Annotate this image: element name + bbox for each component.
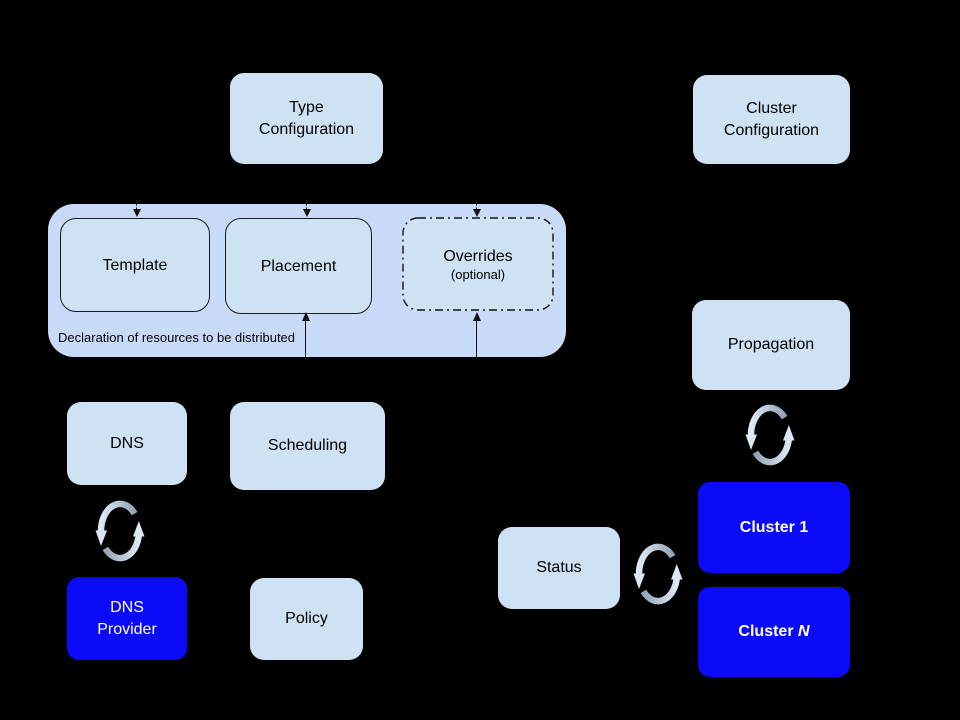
propagation-label: Propagation bbox=[727, 336, 815, 353]
policy-box: Policy bbox=[250, 578, 363, 660]
cluster-n-label: Cluster N bbox=[738, 621, 809, 643]
status-box: Status bbox=[498, 527, 620, 609]
cluster-1-box: Cluster 1 bbox=[698, 482, 850, 573]
cluster-n-box: Cluster N bbox=[698, 587, 850, 677]
dns-box: DNS bbox=[67, 402, 187, 485]
dashed-line bbox=[306, 203, 307, 210]
arrow-down-icon bbox=[132, 209, 141, 217]
cluster-configuration-label: Cluster Configuration bbox=[723, 99, 820, 139]
dns-sync-icon bbox=[93, 495, 147, 568]
cluster-n-suffix: N bbox=[798, 623, 810, 640]
dns-label: DNS bbox=[110, 434, 144, 452]
arrow-up-icon bbox=[472, 312, 481, 321]
overrides-label: Overrides bbox=[443, 247, 513, 265]
type-configuration-box: Type Configuration bbox=[230, 73, 383, 164]
propagation-sync-icon bbox=[743, 399, 797, 472]
status-sync-icon bbox=[631, 538, 685, 611]
solid-line bbox=[305, 321, 306, 357]
status-label: Status bbox=[536, 559, 582, 576]
arrow-down-icon bbox=[472, 209, 481, 217]
scheduling-box: Scheduling bbox=[230, 402, 385, 490]
dashed-line bbox=[476, 203, 477, 210]
container-caption: Declaration of resources to be distribut… bbox=[58, 330, 296, 345]
resource-declaration-container: Template Placement Overrides (optional) bbox=[48, 203, 566, 357]
type-configuration-label: Type Configuration bbox=[258, 98, 355, 138]
template-box: Template bbox=[60, 218, 210, 312]
dns-provider-label: DNS Provider bbox=[97, 598, 157, 638]
cluster-1-label: Cluster 1 bbox=[739, 518, 809, 536]
solid-line bbox=[476, 321, 477, 357]
overrides-box: Overrides (optional) bbox=[402, 217, 554, 311]
overrides-optional-label: (optional) bbox=[450, 266, 506, 282]
dashed-line bbox=[136, 203, 137, 210]
arrow-down-icon bbox=[302, 209, 311, 217]
cluster-n-prefix: Cluster bbox=[738, 623, 798, 640]
placement-label: Placement bbox=[260, 257, 337, 275]
template-label: Template bbox=[102, 256, 168, 274]
policy-label: Policy bbox=[285, 610, 328, 627]
propagation-box: Propagation bbox=[692, 300, 850, 390]
cluster-configuration-box: Cluster Configuration bbox=[693, 75, 850, 164]
placement-box: Placement bbox=[225, 218, 372, 314]
scheduling-label: Scheduling bbox=[267, 437, 348, 454]
dns-provider-box: DNS Provider bbox=[67, 577, 187, 660]
arrow-up-icon bbox=[301, 312, 310, 321]
